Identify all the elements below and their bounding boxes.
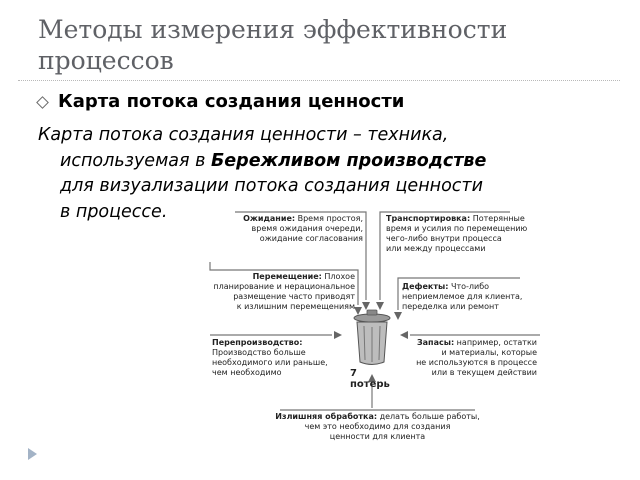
motion-label: Перемещение: Плохое планирование и нерац… — [213, 272, 355, 311]
seven-wastes-diagram: Ожидание: Время простоя, время ожидания … — [200, 200, 560, 441]
diamond-bullet-icon — [36, 96, 49, 109]
body-line-4: в процессе. — [60, 201, 168, 222]
overprocessing-label: Излишняя обработка: делать больше работы… — [275, 412, 480, 441]
body-line-3: для визуализации потока создания ценност… — [60, 176, 483, 196]
seven-wastes-label: 7 потерь — [350, 368, 390, 390]
transport-label: Транспортировка: Потерянные время и усил… — [386, 214, 528, 253]
title-divider — [18, 80, 620, 81]
body-line-2-text: используемая в — [60, 150, 211, 171]
waiting-label: Ожидание: Время простоя, время ожидания … — [243, 214, 363, 243]
transport-frame — [379, 211, 510, 300]
trash-can-icon — [353, 309, 391, 365]
overproduction-label: Перепроизводство: Производство больше не… — [212, 338, 328, 377]
body-paragraph: Карта потока создания ценности – техника… — [38, 123, 558, 225]
body-line-2: используемая в Бережливом производстве — [38, 149, 558, 175]
lean-production-term: Бережливом производстве — [210, 150, 487, 171]
body-line-1: Карта потока создания ценности – техника… — [38, 125, 449, 145]
bullet-heading: Карта потока создания ценности — [58, 91, 405, 112]
defects-frame — [397, 277, 520, 310]
slide-nav-arrow-icon[interactable] — [28, 448, 37, 460]
motion-frame — [209, 262, 359, 305]
waiting-frame — [235, 211, 367, 300]
inventory-label: Запасы: например, остатки и материалы, к… — [416, 338, 537, 377]
defects-label: Дефекты: Что-либо неприемлемое для клиен… — [402, 282, 523, 311]
slide-title: Методы измерения эффективности процессов — [38, 15, 508, 75]
diagram-lines — [209, 211, 540, 411]
